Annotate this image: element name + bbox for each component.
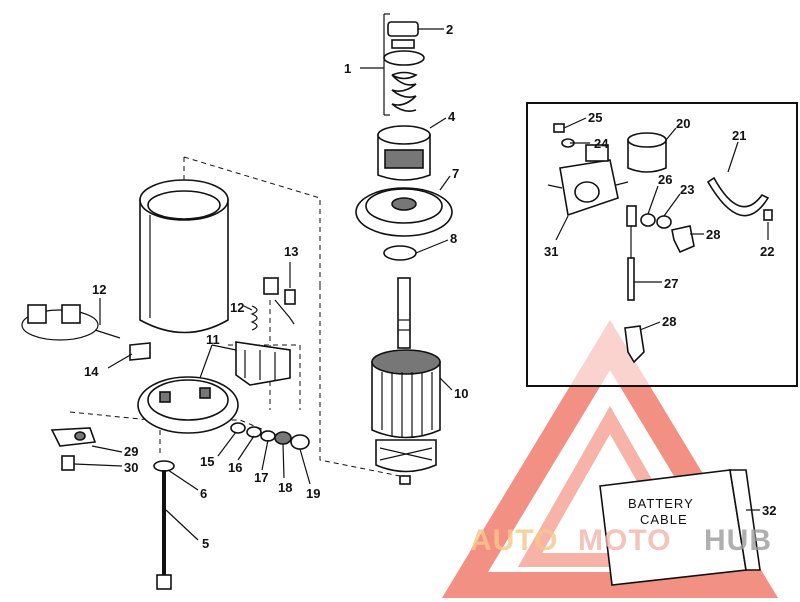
callout-21: 21 <box>732 128 746 143</box>
callout-31: 31 <box>544 244 558 259</box>
callout-labels: 2 1 4 7 8 10 5 6 11 12 12 13 14 15 16 17… <box>84 22 776 551</box>
callout-6: 6 <box>200 486 207 501</box>
callout-11: 11 <box>206 332 220 347</box>
battery-cable-box: BATTERY CABLE <box>599 469 761 586</box>
callout-12: 12 <box>92 282 106 297</box>
callout-10: 10 <box>454 386 468 401</box>
callout-28: 28 <box>706 227 720 242</box>
leader-lines <box>73 28 769 541</box>
callout-19: 19 <box>306 486 320 501</box>
callout-16: 16 <box>228 460 242 475</box>
solenoid-parts <box>547 123 773 364</box>
callout-23: 23 <box>680 182 694 197</box>
callout-29: 29 <box>124 444 138 459</box>
drive-stack <box>377 13 431 181</box>
callout-15: 15 <box>200 454 214 469</box>
callout-24: 24 <box>594 136 609 151</box>
frame-housing <box>139 179 229 334</box>
callout-30: 30 <box>124 460 138 475</box>
drive-end-cap <box>355 187 453 237</box>
callout-27: 27 <box>664 276 678 291</box>
callout-22: 22 <box>760 244 774 259</box>
watermark-word-moto: MOTO <box>578 524 671 557</box>
callout-32: 32 <box>762 503 776 518</box>
callout-25: 25 <box>588 110 602 125</box>
battery-cable-label-line2: CABLE <box>640 512 688 527</box>
callout-4: 4 <box>448 109 456 124</box>
callout-2: 2 <box>446 22 453 37</box>
watermark-word-hub: HUB <box>704 524 772 557</box>
through-bolt <box>153 460 175 590</box>
callout-18: 18 <box>278 480 292 495</box>
terminal-bracket <box>50 427 97 471</box>
battery-cable-label-line1: BATTERY <box>628 496 694 511</box>
callout-17: 17 <box>254 470 268 485</box>
brushes-set <box>21 277 296 341</box>
callout-14: 14 <box>84 364 99 379</box>
callout-1: 1 <box>344 61 351 76</box>
washer-stack <box>230 422 310 450</box>
watermark-wordmark: AUTO MOTO HUB <box>470 524 772 557</box>
armature <box>371 277 441 485</box>
callout-7: 7 <box>452 166 459 181</box>
watermark-word-auto: AUTO <box>470 524 558 557</box>
callout-26: 26 <box>658 172 672 187</box>
callout-5: 5 <box>202 536 209 551</box>
end-head <box>137 341 291 434</box>
thrust-washer <box>383 245 417 261</box>
callout-20: 20 <box>676 116 690 131</box>
callout-13: 13 <box>284 244 298 259</box>
callout-8: 8 <box>450 231 457 246</box>
callout-28-lower: 28 <box>662 314 676 329</box>
clamp <box>129 342 151 361</box>
callout-12-upper: 12 <box>230 300 244 315</box>
